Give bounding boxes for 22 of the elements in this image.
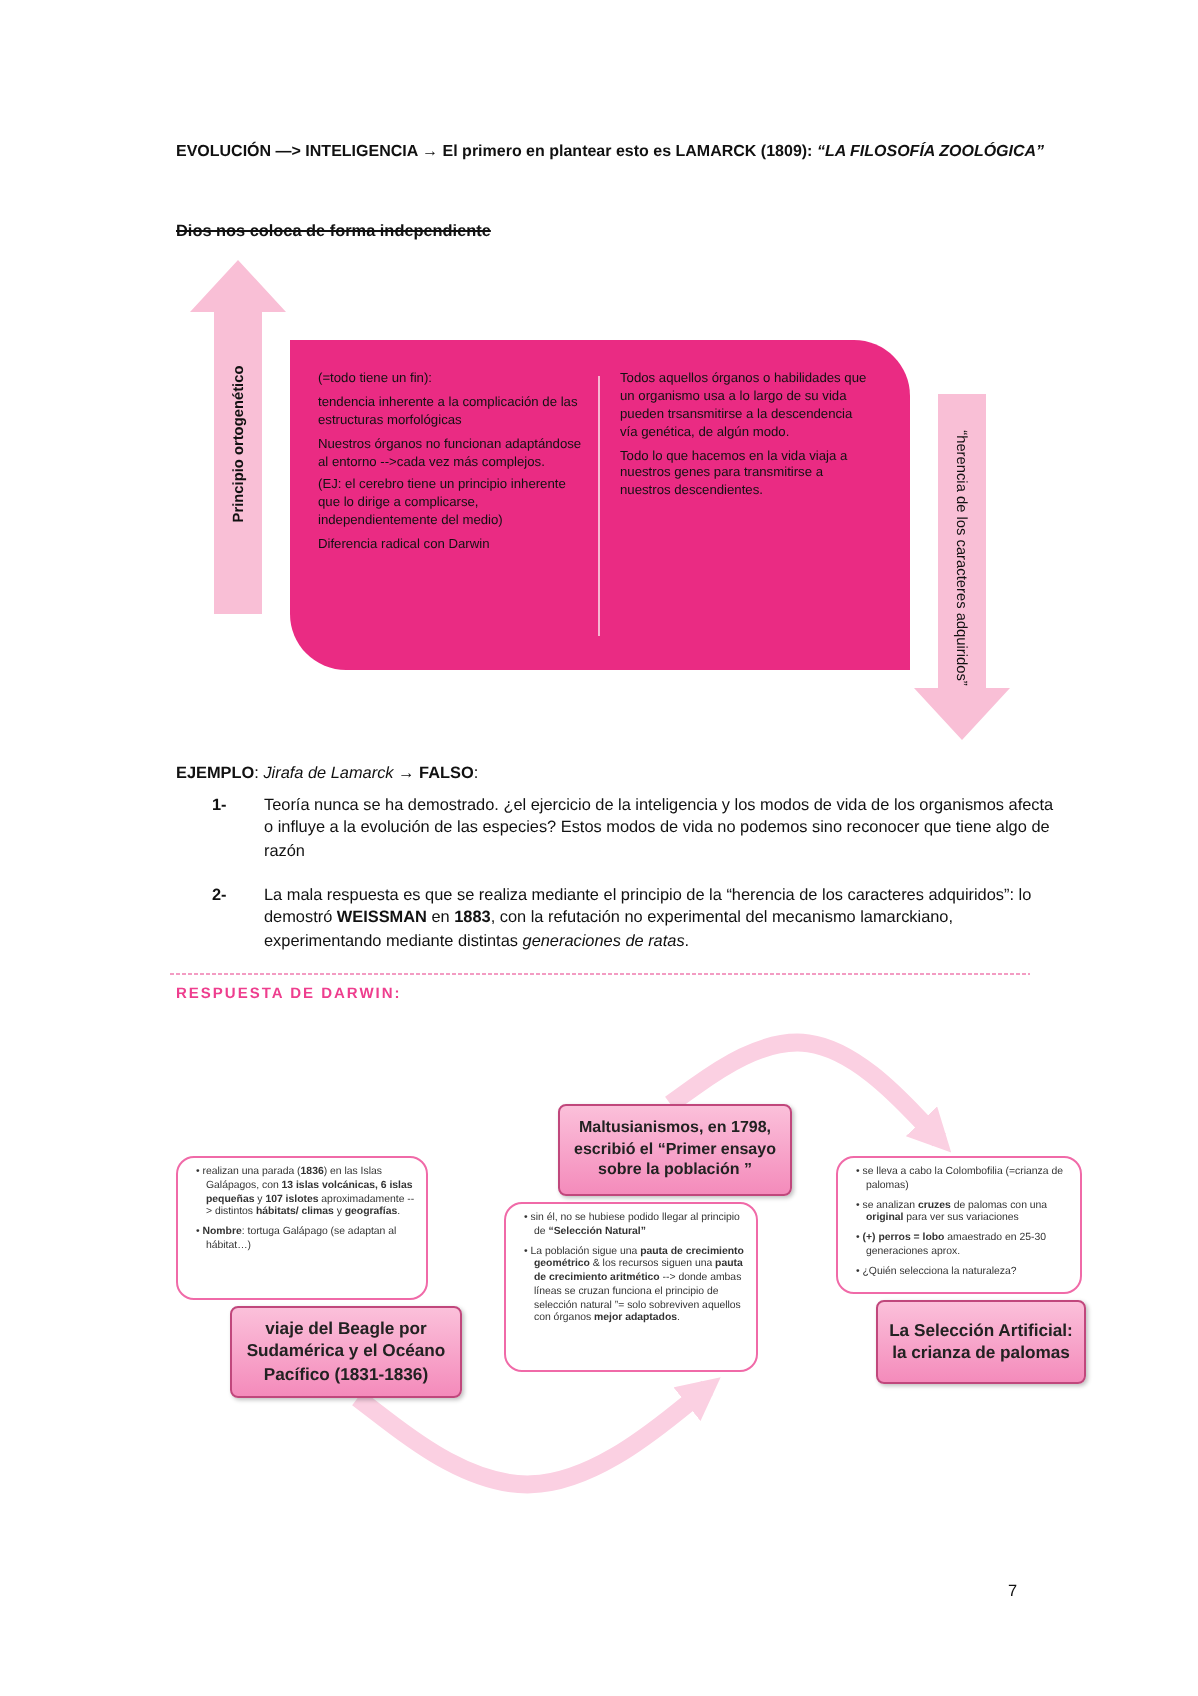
box-title: Maltusianismos, en 1798, escribió el “Primer ensayo sobre la población ” bbox=[572, 1118, 778, 1182]
list-number: 2- bbox=[212, 884, 229, 907]
title-box bbox=[558, 1104, 792, 1196]
title-box bbox=[876, 1300, 1086, 1384]
heading: EVOLUCIÓN —> INTELIGENCIA → El primero en plantear esto es LAMARCK (1809): “LA FILOSOFÍA ZOOLÓGICA” bbox=[176, 140, 1047, 164]
down-arrow-shape bbox=[914, 394, 1010, 740]
note-card bbox=[176, 1156, 428, 1300]
note-card bbox=[836, 1156, 1082, 1294]
note-card bbox=[504, 1202, 758, 1372]
example-heading: EJEMPLO: Jirafa de Lamarck → FALSO: bbox=[176, 762, 481, 785]
list-item: Teoría nunca se ha demostrado. ¿el ejercicio de la inteligencia y los modos de vida de los organismos afecta o influye a la evolución de las especies? Estos modos de vida no podemos sino reconocer que tiene algo de razón bbox=[264, 794, 1056, 863]
curved-arrow bbox=[352, 1377, 721, 1494]
list-item: La mala respuesta es que se realiza mediante el principio de la “herencia de los caracteres adquiridos”: lo demostró WEISSMAN en 1883, con la refutación no experimental del mecanismo lamarckiano, experimentando mediante distintas generaciones de ratas. bbox=[264, 884, 1034, 953]
list-number: 1- bbox=[212, 794, 229, 817]
up-arrow-shape bbox=[190, 260, 286, 614]
struck-note: Dios nos coloca de forma independiente bbox=[176, 220, 493, 243]
curved-arrow bbox=[665, 1033, 952, 1153]
page-number: 7 bbox=[1008, 1580, 1020, 1603]
content-panel bbox=[290, 340, 910, 670]
box-title: La Selección Artificial: la crianza de palomas bbox=[887, 1319, 1075, 1365]
title-box bbox=[230, 1306, 462, 1398]
box-title: viaje del Beagle por Sudamérica y el Océano Pacífico (1831-1836) bbox=[244, 1318, 448, 1386]
